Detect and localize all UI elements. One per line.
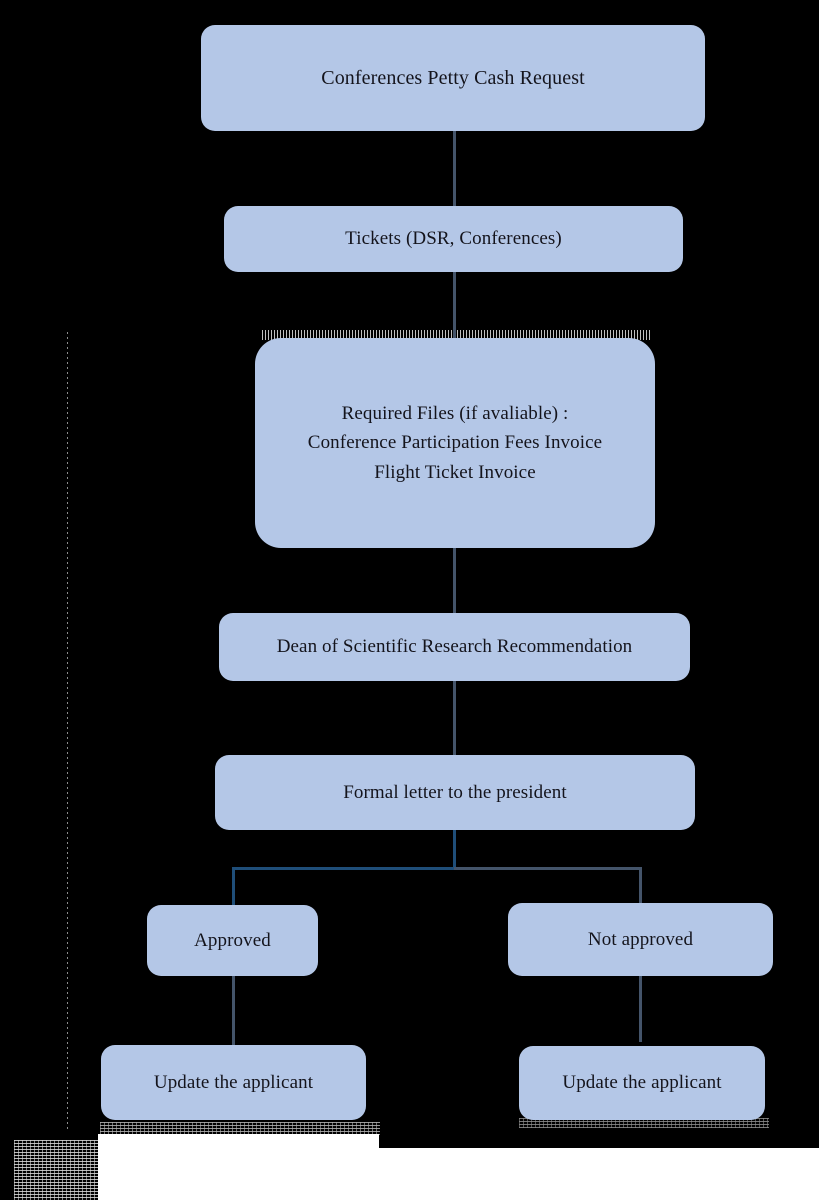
node-label: Approved bbox=[194, 929, 271, 951]
connector-formal-letter-stem bbox=[453, 830, 456, 870]
artifact-dotted-guide-line bbox=[67, 332, 68, 1132]
connector-branch-horizontal-right bbox=[454, 867, 642, 870]
connector-approved-to-update-left bbox=[232, 976, 235, 1046]
artifact-speckle-under-right-box bbox=[519, 1118, 769, 1128]
artifact-white-block-left bbox=[98, 1134, 379, 1200]
node-dean-of-scientific-research-recommendation[interactable]: Dean of Scientific Research Recommendati… bbox=[219, 613, 690, 681]
required-files-line-3: Flight Ticket Invoice bbox=[374, 461, 536, 483]
connector-not-approved-to-update-right bbox=[639, 976, 642, 1042]
required-files-line-2: Conference Participation Fees Invoice bbox=[307, 432, 603, 454]
node-required-files[interactable]: Required Files (if avaliable) : Conferen… bbox=[255, 338, 655, 548]
node-approved[interactable]: Approved bbox=[147, 905, 318, 976]
node-formal-letter-to-the-president[interactable]: Formal letter to the president bbox=[215, 755, 695, 830]
node-label: Tickets (DSR, Conferences) bbox=[345, 228, 562, 250]
artifact-white-block-right bbox=[379, 1148, 819, 1200]
connector-branch-to-not-approved bbox=[639, 867, 642, 905]
connector-required-files-to-dean bbox=[453, 544, 456, 615]
connector-branch-to-approved bbox=[232, 867, 235, 907]
artifact-speckle-left bbox=[14, 1140, 104, 1200]
required-files-line-1: Required Files (if avaliable) : bbox=[341, 402, 569, 424]
node-label: Dean of Scientific Research Recommendati… bbox=[276, 636, 633, 658]
node-update-the-applicant-not-approved[interactable]: Update the applicant bbox=[519, 1046, 765, 1120]
node-tickets[interactable]: Tickets (DSR, Conferences) bbox=[224, 206, 683, 272]
connector-dean-to-formal-letter bbox=[453, 681, 456, 757]
artifact-speckle-bottom-strip bbox=[100, 1122, 380, 1136]
node-label: Update the applicant bbox=[562, 1072, 722, 1094]
artifact-required-files-top-edge bbox=[262, 330, 652, 340]
node-label: Formal letter to the president bbox=[343, 781, 567, 803]
connector-start-to-tickets bbox=[453, 131, 456, 207]
node-not-approved[interactable]: Not approved bbox=[508, 903, 773, 976]
node-label: Update the applicant bbox=[153, 1071, 314, 1093]
node-update-the-applicant-approved[interactable]: Update the applicant bbox=[101, 1045, 366, 1120]
node-label: Not approved bbox=[587, 928, 694, 950]
connector-branch-horizontal-left bbox=[232, 867, 456, 870]
node-label: Conferences Petty Cash Request bbox=[321, 66, 585, 89]
connector-tickets-to-required-files bbox=[453, 272, 456, 342]
node-conferences-petty-cash-request[interactable]: Conferences Petty Cash Request bbox=[201, 25, 705, 131]
